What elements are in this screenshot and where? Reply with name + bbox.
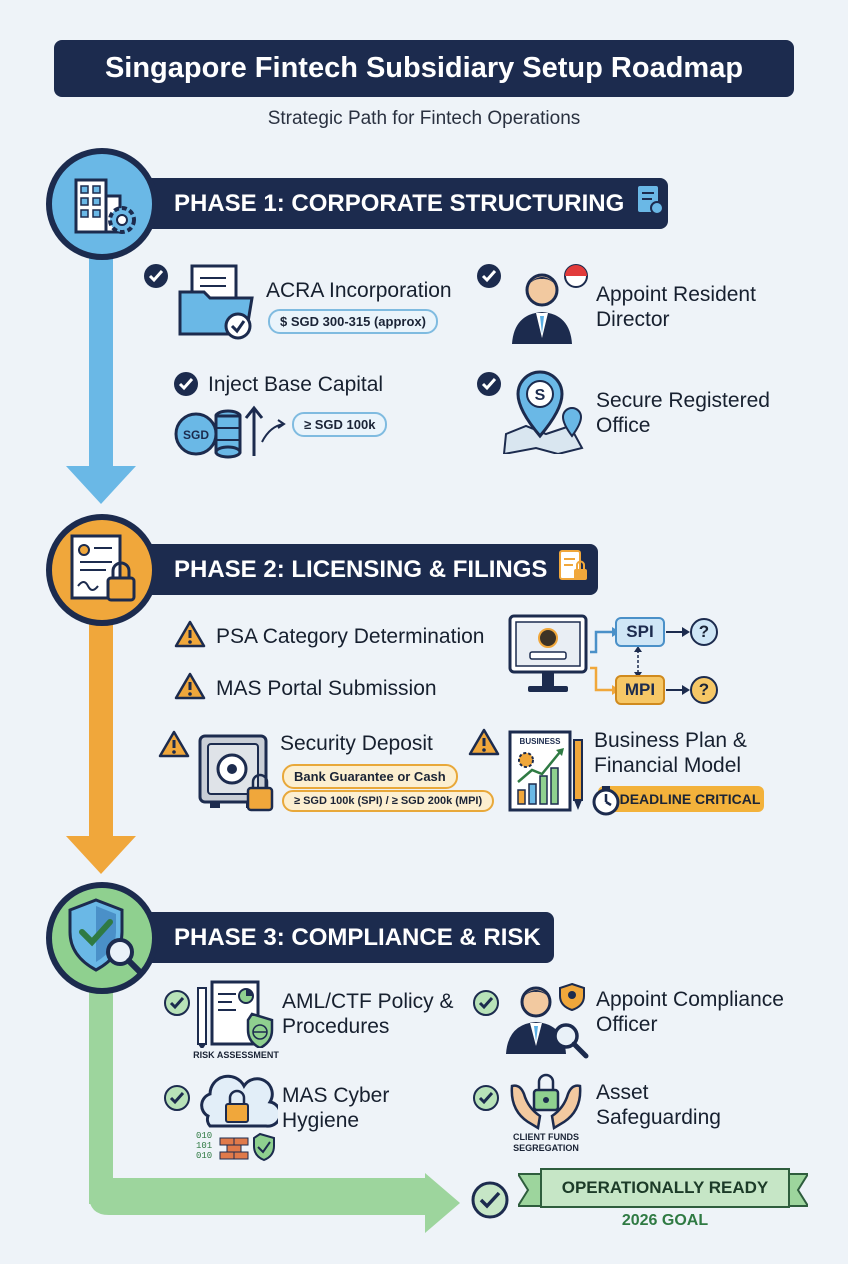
business-plan-chart-icon: BUSINESS — [508, 730, 588, 819]
phase-1-label: PHASE 1: CORPORATE STRUCTURING — [174, 189, 625, 217]
item-mas-portal-submission: MAS Portal Submission — [216, 677, 437, 700]
stopwatch-icon — [590, 784, 622, 821]
item-appoint-compliance-officer: Appoint Compliance Officer — [596, 988, 784, 1036]
svg-text:101: 101 — [196, 1141, 212, 1151]
warning-icon — [174, 672, 206, 705]
page-title: Singapore Fintech Subsidiary Setup Roadm… — [54, 40, 794, 97]
item-aml-ctf-policy: AML/CTF Policy & Procedures — [282, 990, 454, 1038]
spi-node: SPI — [615, 617, 665, 647]
item-acra-incorporation: ACRA Incorporation — [266, 279, 452, 302]
client-funds-segregation-caption: CLIENT FUNDS SEGREGATION — [513, 1132, 579, 1153]
check-icon — [476, 263, 502, 294]
phase-2-header: PHASE 2: LICENSING & FILINGS — [128, 544, 598, 595]
phase-1-header: PHASE 1: CORPORATE STRUCTURING — [128, 178, 668, 229]
item-inject-base-capital: Inject Base Capital — [208, 373, 384, 396]
item-security-deposit: Security Deposit — [280, 732, 433, 755]
deposit-amount-pill: ≥ SGD 100k (SPI) / ≥ SGD 200k (MPI) — [282, 790, 495, 812]
check-icon — [143, 263, 169, 294]
phase-2-label: PHASE 2: LICENSING & FILINGS — [174, 555, 548, 583]
phase-2-circle — [46, 514, 158, 626]
mpi-node: MPI — [615, 675, 665, 705]
svg-text:010: 010 — [196, 1151, 212, 1161]
license-document-lock-icon — [62, 528, 142, 613]
goal-year-label: 2026 GOAL — [621, 1212, 709, 1229]
deadline-critical-badge: DEADLINE CRITICAL — [598, 786, 764, 812]
svg-text:010: 010 — [196, 1131, 212, 1141]
hands-lock-icon — [508, 1068, 584, 1135]
acra-cost-pill: $ SGD 300-315 (approx) — [268, 309, 438, 334]
deposit-type-pill: Bank Guarantee or Cash — [282, 764, 458, 789]
safe-vault-icon — [196, 734, 276, 819]
coins-growth-icon: SGD — [174, 402, 289, 465]
business-plan-heading: BUSINESS — [520, 737, 562, 746]
office-pin-letter: S — [535, 387, 546, 404]
phase-1-circle — [46, 148, 158, 260]
item-asset-safeguarding: Asset Safeguarding — [596, 1081, 721, 1129]
check-icon — [163, 989, 191, 1022]
warning-icon — [174, 620, 206, 653]
policy-document-globe-icon — [196, 980, 276, 1053]
base-capital-pill: ≥ SGD 100k — [292, 412, 388, 437]
check-icon — [472, 1084, 500, 1117]
spi-mpi-connectors — [590, 627, 690, 695]
warning-icon — [468, 728, 500, 761]
shield-magnifier-icon — [60, 894, 144, 983]
check-icon — [476, 371, 502, 402]
check-icon — [173, 371, 199, 402]
page-subtitle: Strategic Path for Fintech Operations — [267, 108, 581, 129]
coin-sgd-text: SGD — [183, 428, 209, 442]
locked-document-icon — [557, 549, 589, 590]
map-location-pin-icon: S — [500, 370, 586, 459]
computer-monitor-icon — [508, 614, 588, 709]
item-appoint-resident-director: Appoint Resident Director — [596, 283, 756, 331]
spi-question-icon: ? — [690, 618, 718, 646]
item-mas-cyber-hygiene: MAS Cyber Hygiene — [282, 1084, 390, 1132]
item-business-plan-financial-model: Business Plan & Financial Model — [594, 729, 747, 777]
phase-3-circle — [46, 882, 158, 994]
compliance-officer-icon — [502, 978, 592, 1067]
risk-assessment-caption: RISK ASSESSMENT — [193, 1050, 279, 1060]
check-icon — [472, 989, 500, 1022]
folder-document-icon — [176, 262, 256, 347]
item-secure-registered-office: Secure Registered Office — [596, 389, 770, 437]
warning-icon — [158, 730, 190, 763]
resident-director-person-icon — [506, 262, 592, 353]
check-icon — [163, 1084, 191, 1117]
operationally-ready-banner: OPERATIONALLY READY — [540, 1168, 790, 1208]
item-psa-category-determination: PSA Category Determination — [216, 625, 485, 648]
goal-check-icon — [470, 1180, 510, 1225]
office-building-gear-icon — [62, 162, 142, 247]
mpi-question-icon: ? — [690, 676, 718, 704]
phase-3-label: PHASE 3: COMPLIANCE & RISK — [174, 923, 541, 951]
certificate-icon — [634, 183, 666, 224]
phase-3-header: PHASE 3: COMPLIANCE & RISK — [128, 912, 554, 963]
